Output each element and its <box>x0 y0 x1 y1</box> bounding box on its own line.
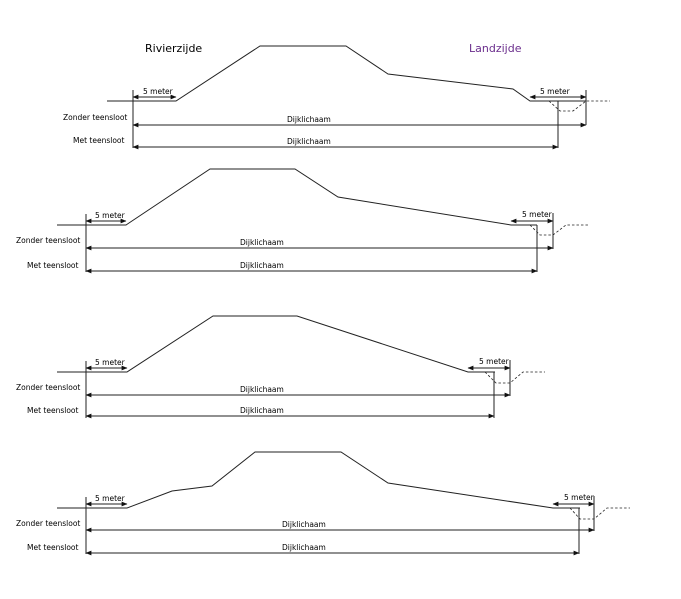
toe-ditch-outline <box>484 371 545 384</box>
dike-body-label-without-ditch: Dijklichaam <box>240 385 284 394</box>
row-label-with-ditch: Met teensloot <box>27 261 79 270</box>
row-label-without-ditch: Zonder teensloot <box>16 519 80 528</box>
dike-body-label-without-ditch: Dijklichaam <box>287 115 331 124</box>
land-side-label: Landzijde <box>469 42 522 55</box>
left-5-meter-label: 5 meter <box>95 358 126 367</box>
dike-profile-3: 5 meter 5 meter Dijklichaam Dijklichaam … <box>16 315 545 419</box>
dike-body-label-with-ditch: Dijklichaam <box>240 406 284 415</box>
right-5-meter-label: 5 meter <box>540 87 571 96</box>
row-label-with-ditch: Met teensloot <box>73 136 125 145</box>
row-label-without-ditch: Zonder teensloot <box>16 383 80 392</box>
row-label-without-ditch: Zonder teensloot <box>63 113 127 122</box>
right-5-meter-label: 5 meter <box>479 357 510 366</box>
toe-ditch-outline <box>529 224 588 236</box>
dike-profile-2: 5 meter 5 meter Dijklichaam Dijklichaam … <box>16 168 588 274</box>
left-5-meter-label: 5 meter <box>143 87 174 96</box>
right-5-meter-label: 5 meter <box>522 210 553 219</box>
left-5-meter-label: 5 meter <box>95 494 126 503</box>
dike-outline <box>57 315 495 373</box>
river-side-label: Rivierzijde <box>145 42 202 55</box>
dike-profile-1: 5 meter 5 meter Dijklichaam Dijklichaam … <box>63 45 610 150</box>
left-5-meter-label: 5 meter <box>95 211 126 220</box>
dike-body-label-with-ditch: Dijklichaam <box>240 261 284 270</box>
dike-profile-4: 5 meter 5 meter Dijklichaam Dijklichaam … <box>16 451 630 556</box>
dike-body-label-without-ditch: Dijklichaam <box>282 520 326 529</box>
dike-outline <box>57 168 537 226</box>
toe-ditch-outline <box>548 100 610 112</box>
row-label-with-ditch: Met teensloot <box>27 406 79 415</box>
dike-body-label-without-ditch: Dijklichaam <box>240 238 284 247</box>
dike-outline <box>107 45 586 102</box>
right-5-meter-label: 5 meter <box>564 493 595 502</box>
dike-outline <box>57 451 580 509</box>
dike-body-label-with-ditch: Dijklichaam <box>282 543 326 552</box>
row-label-with-ditch: Met teensloot <box>27 543 79 552</box>
dike-body-label-with-ditch: Dijklichaam <box>287 137 331 146</box>
row-label-without-ditch: Zonder teensloot <box>16 236 80 245</box>
